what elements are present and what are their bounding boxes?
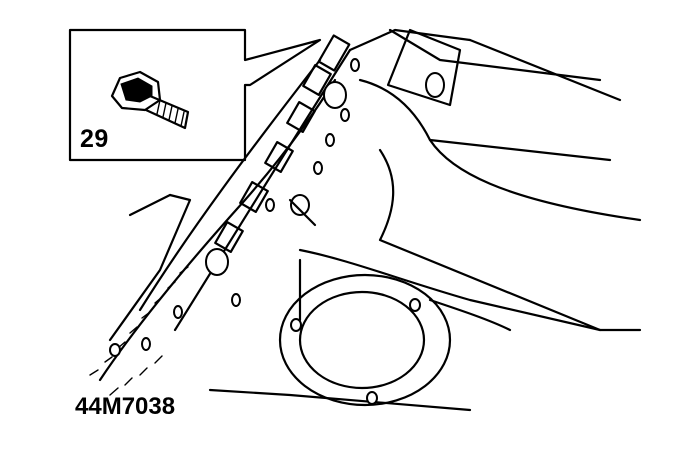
callout-number: 29 [80,125,109,153]
bolt-icon [110,70,190,130]
flywheel-teeth [89,78,337,396]
housing-outline [108,28,642,412]
inner-band-holes [109,58,360,357]
flange-slots [214,34,351,253]
callout-box [68,28,322,162]
figure-code: 44M7038 [75,393,176,420]
mounting-boss [386,28,462,107]
circular-port [278,258,512,407]
ring-bolts [205,81,347,276]
